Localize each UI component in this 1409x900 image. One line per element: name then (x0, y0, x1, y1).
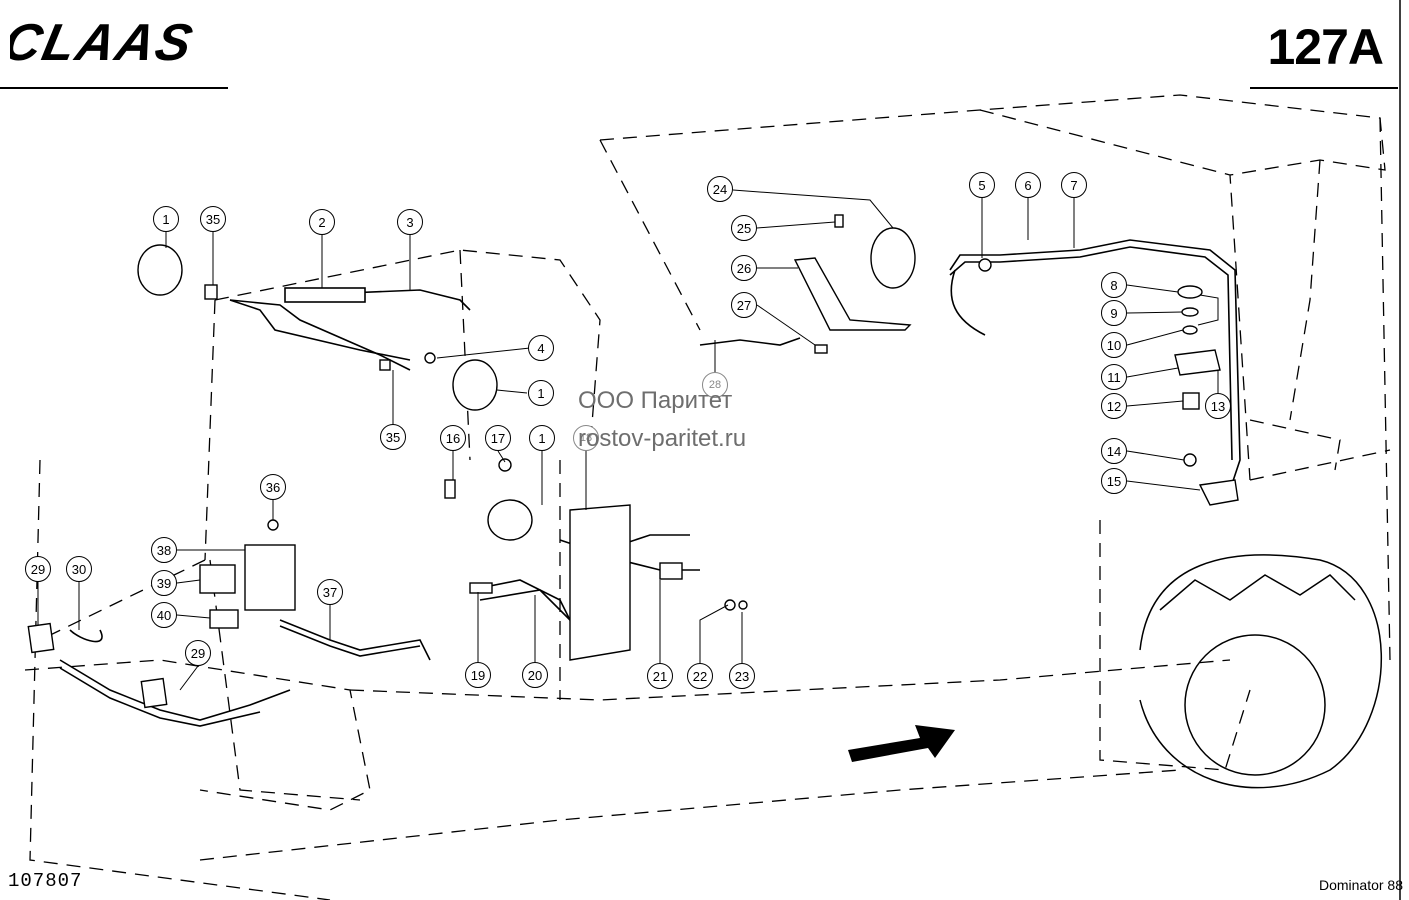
lens-15 (1198, 479, 1239, 506)
lamp-29b (140, 677, 168, 709)
callout-11: 11 (1101, 364, 1127, 390)
callout-8: 8 (1101, 272, 1127, 298)
watermark-company: ООО Паритет (578, 387, 733, 414)
watermark-website: rostov-paritet.ru (578, 425, 747, 452)
nut-10 (1182, 325, 1198, 335)
callout-22: 22 (687, 663, 713, 689)
callout-27: 27 (731, 292, 757, 318)
callout-29: 29 (185, 640, 211, 666)
washer-9 (1181, 307, 1199, 317)
nut-23 (738, 600, 748, 610)
wheel (1139, 554, 1382, 789)
model-label: Dominator 88 (1318, 877, 1403, 893)
callout-37: 37 (317, 579, 343, 605)
callout-18: 18 (573, 425, 599, 451)
bulb-17 (498, 458, 512, 472)
callout-19: 19 (465, 662, 491, 688)
callout-12: 12 (1101, 393, 1127, 419)
document-id: 107807 (8, 870, 83, 892)
leader-lines (37, 189, 1219, 691)
connector-19 (469, 582, 493, 594)
work-light-1a (137, 244, 183, 296)
callout-14: 14 (1101, 438, 1127, 464)
callout-25: 25 (731, 215, 757, 241)
callout-26: 26 (731, 255, 757, 281)
callout-1: 1 (153, 206, 179, 232)
callout-30: 30 (66, 556, 92, 582)
work-light-1c (487, 499, 533, 541)
cap-8 (1177, 285, 1203, 299)
bracket-38 (244, 544, 296, 611)
claas-logo: CLAAS (10, 14, 199, 72)
page-number: 127A (1267, 19, 1384, 75)
bracket-26 (793, 257, 912, 331)
components (27, 214, 1239, 709)
washer-22 (724, 599, 736, 611)
beacon-24 (870, 227, 916, 289)
bulb-14 (1183, 453, 1197, 467)
callout-38: 38 (151, 537, 177, 563)
lens-40 (209, 609, 239, 629)
callout-6: 6 (1015, 172, 1041, 198)
callout-16: 16 (440, 425, 466, 451)
callout-1: 1 (528, 380, 554, 406)
callout-1: 1 (529, 425, 555, 451)
wiring-harness (59, 239, 1241, 727)
bolt-25 (834, 214, 844, 228)
callout-2: 2 (309, 209, 335, 235)
watermark: ООО Паритет rostov-paritet.ru (578, 382, 746, 458)
brand-text: CLAAS (10, 14, 199, 72)
callout-9: 9 (1101, 300, 1127, 326)
connector-27 (814, 344, 828, 354)
callout-40: 40 (151, 602, 177, 628)
callout-35: 35 (200, 206, 226, 232)
callout-35: 35 (380, 424, 406, 450)
callout-23: 23 (729, 663, 755, 689)
bracket-35b (379, 359, 391, 371)
bracket-35a (204, 284, 218, 300)
nut-36 (267, 519, 279, 531)
callout-39: 39 (151, 570, 177, 596)
callout-7: 7 (1061, 172, 1087, 198)
socket-12 (1182, 392, 1200, 410)
callout-29: 29 (25, 556, 51, 582)
callout-10: 10 (1101, 332, 1127, 358)
callout-24: 24 (707, 176, 733, 202)
switch-21 (659, 562, 683, 580)
machine-outline (24, 94, 1391, 900)
callout-21: 21 (647, 663, 673, 689)
callout-5: 5 (969, 172, 995, 198)
direction-arrow (848, 725, 955, 762)
work-light-1b (452, 359, 498, 411)
callout-4: 4 (528, 335, 554, 361)
callout-3: 3 (397, 209, 423, 235)
fuse-16 (444, 479, 456, 499)
lamp-29a (27, 622, 55, 654)
bracket-11 (1174, 349, 1221, 376)
lamp-39 (199, 564, 236, 594)
callout-17: 17 (485, 425, 511, 451)
callout-36: 36 (260, 474, 286, 500)
callout-15: 15 (1101, 468, 1127, 494)
callout-13: 13 (1205, 393, 1231, 419)
grommet-5 (978, 258, 992, 272)
plate-18 (569, 504, 631, 661)
grommet-4 (424, 352, 436, 364)
callout-28: 28 (702, 372, 728, 398)
callout-20: 20 (522, 662, 548, 688)
